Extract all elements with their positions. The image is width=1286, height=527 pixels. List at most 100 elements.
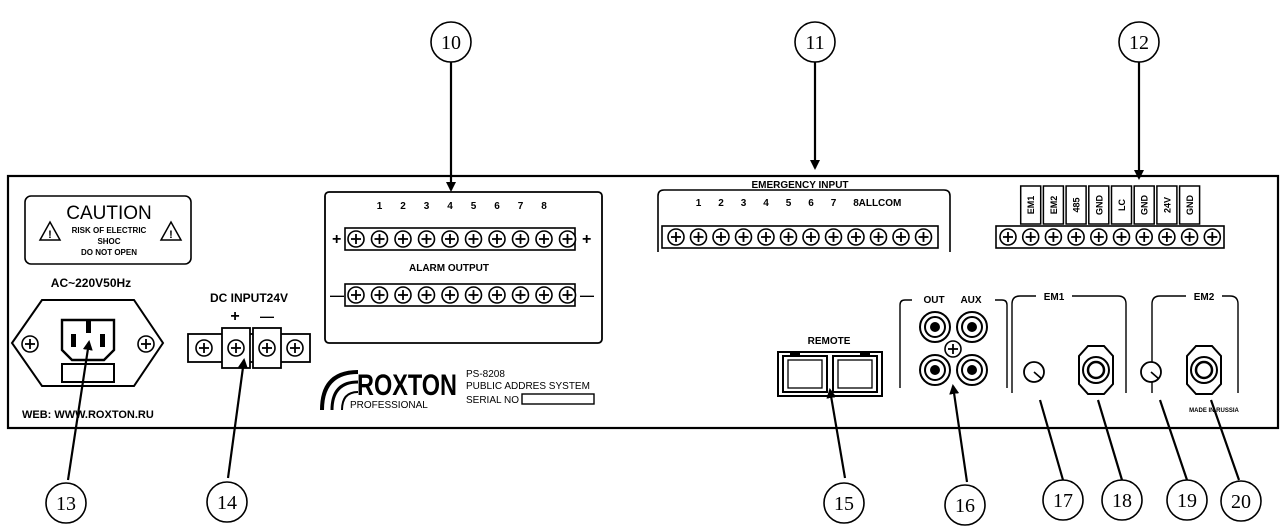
- emergency-screw[interactable]: [914, 228, 933, 246]
- control-terminal-screw[interactable]: [1203, 228, 1222, 246]
- alarm-screw-top[interactable]: [394, 230, 412, 248]
- emergency-screw[interactable]: [869, 228, 888, 246]
- roxton-logo: ROXTON PROFESSIONAL: [320, 369, 457, 411]
- terminal-label: GND: [1185, 195, 1195, 216]
- terminal-label: 24V: [1162, 197, 1172, 213]
- caution-line-3: DO NOT OPEN: [81, 248, 137, 257]
- website-label: WEB: WWW.ROXTON.RU: [22, 409, 154, 421]
- alarm-plus-sign-right: +: [582, 231, 591, 248]
- alarm-channel-number: 8: [541, 201, 547, 212]
- alarm-screw-bottom[interactable]: [347, 286, 365, 304]
- alarm-screw-top[interactable]: [488, 230, 506, 248]
- em2-xlr-jack[interactable]: [1186, 345, 1222, 395]
- emergency-channel-number: 2: [718, 198, 724, 209]
- em2-volume-knob[interactable]: [1140, 361, 1162, 383]
- terminal-label: 485: [1072, 197, 1082, 212]
- emergency-screw[interactable]: [892, 228, 910, 246]
- em1-xlr-jack[interactable]: [1078, 345, 1114, 395]
- remote-label: REMOTE: [808, 336, 851, 347]
- control-terminal-screw[interactable]: [1135, 228, 1154, 246]
- emergency-screw[interactable]: [667, 228, 685, 246]
- control-terminal-screw[interactable]: [1044, 228, 1063, 246]
- emergency-screw[interactable]: [734, 228, 753, 246]
- control-terminal-screw[interactable]: [999, 228, 1017, 246]
- ac-power-inlet[interactable]: [10, 299, 165, 387]
- emergency-screw[interactable]: [689, 228, 708, 246]
- callout-circle: [1166, 479, 1208, 521]
- alarm-plus-sign: +: [332, 231, 341, 248]
- dc-minus-sign: —: [260, 308, 274, 324]
- terminal-label-box: [1133, 185, 1155, 225]
- emergency-screw[interactable]: [824, 228, 843, 246]
- alarm-screw-bottom[interactable]: [511, 286, 530, 304]
- emergency-screw[interactable]: [712, 228, 730, 246]
- alarm-minus-sign: —: [330, 287, 344, 303]
- emergency-screw[interactable]: [779, 228, 798, 246]
- alarm-screw-top[interactable]: [441, 230, 459, 248]
- alarm-screw-top[interactable]: [347, 230, 365, 248]
- alarm-channel-number: 1: [377, 201, 383, 212]
- caution-line-2: SHOC: [97, 237, 120, 246]
- svg-text:!: !: [169, 229, 173, 241]
- alarm-channel-number: 7: [518, 201, 524, 212]
- alarm-screw-top[interactable]: [511, 230, 530, 248]
- brand-subtitle: PROFESSIONAL: [350, 400, 428, 411]
- dc-plus-sign: +: [230, 308, 239, 325]
- caution-label: ! ! CAUTION RISK OF ELECTRIC SHOC DO NOT…: [24, 195, 192, 265]
- control-terminal-screw[interactable]: [1112, 228, 1131, 246]
- callout-number: 20: [1231, 491, 1251, 513]
- alarm-screw-bottom[interactable]: [464, 286, 483, 304]
- dc-input-terminal[interactable]: [187, 327, 311, 369]
- emergency-channel-number: 4: [763, 198, 769, 209]
- control-terminal-screw[interactable]: [1021, 228, 1040, 246]
- em1-volume-knob[interactable]: [1023, 361, 1045, 383]
- alarm-screw-bottom[interactable]: [441, 286, 459, 304]
- aux-label: AUX: [960, 295, 981, 306]
- emergency-input-frame: [657, 189, 951, 252]
- emergency-screw[interactable]: [847, 228, 865, 246]
- alarm-screw-bottom[interactable]: [535, 286, 553, 304]
- callout-circle: [206, 481, 248, 523]
- alarm-screw-top[interactable]: [464, 230, 483, 248]
- alarm-channel-number: 6: [494, 201, 500, 212]
- alarm-screw-bottom[interactable]: [488, 286, 506, 304]
- control-terminal-screw[interactable]: [1158, 228, 1176, 246]
- svg-text:!: !: [48, 229, 52, 241]
- terminal-label: GND: [1140, 195, 1150, 216]
- terminal-label-box: [1110, 185, 1133, 225]
- alarm-output-frame: [324, 191, 603, 344]
- alarm-screw-bottom[interactable]: [558, 286, 577, 304]
- alarm-screw-top[interactable]: [558, 230, 577, 248]
- terminal-label-box: [1088, 185, 1110, 225]
- control-terminal-screw[interactable]: [1180, 228, 1199, 246]
- terminal-label: GND: [1094, 195, 1104, 216]
- alarm-screw-bottom[interactable]: [417, 286, 436, 304]
- alarm-screw-top[interactable]: [370, 230, 389, 248]
- em1-label: EM1: [1044, 292, 1065, 303]
- serial-label: SERIAL NO: [466, 395, 519, 406]
- control-terminal-screw[interactable]: [1067, 228, 1085, 246]
- alarm-screw-top[interactable]: [535, 230, 553, 248]
- alarm-screw-bottom[interactable]: [394, 286, 412, 304]
- callout-number: 14: [217, 492, 237, 514]
- alarm-screw-top[interactable]: [417, 230, 436, 248]
- callout-number: 18: [1112, 490, 1132, 512]
- emergency-channel-number: 7: [831, 198, 837, 209]
- emergency-input-terminal[interactable]: [661, 225, 939, 249]
- alarm-output-lower-terminal[interactable]: [344, 283, 577, 307]
- callout-number: 17: [1053, 490, 1073, 512]
- control-terminal-block[interactable]: [995, 225, 1225, 249]
- control-terminal-screw[interactable]: [1089, 228, 1108, 246]
- emergency-screw[interactable]: [757, 228, 775, 246]
- emergency-screw[interactable]: [802, 228, 820, 246]
- alarm-screw-bottom[interactable]: [370, 286, 389, 304]
- callout-number: 16: [955, 495, 975, 517]
- emergency-input-label: EMERGENCY INPUT: [751, 180, 848, 191]
- serial-number-box: [521, 393, 595, 405]
- terminal-label: EM1: [1026, 196, 1036, 215]
- remote-rj45-ports[interactable]: [777, 351, 883, 397]
- warning-triangle-icon: [159, 220, 183, 241]
- alarm-output-upper-terminal[interactable]: [344, 227, 577, 251]
